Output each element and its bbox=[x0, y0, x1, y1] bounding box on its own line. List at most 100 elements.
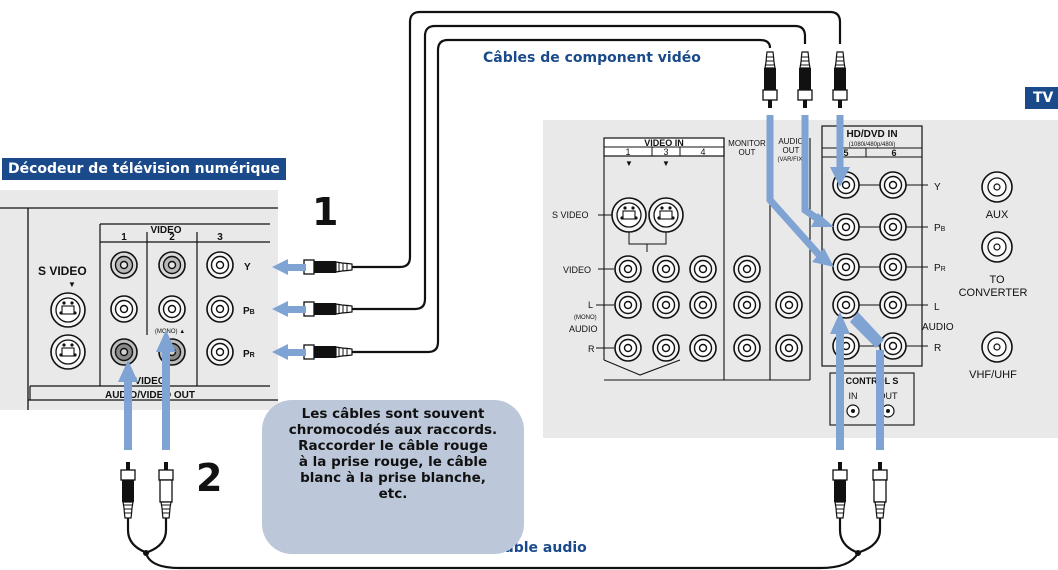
decoder-video1-jack[interactable] bbox=[110, 251, 138, 279]
tv-pr-label: PR bbox=[934, 263, 946, 274]
decoder-col-3: 3 bbox=[217, 232, 223, 243]
blue-component-arrowheads bbox=[811, 167, 850, 267]
tv-col-4: 4 bbox=[700, 147, 705, 157]
decoder-audio-r1-jack[interactable] bbox=[110, 338, 138, 366]
tv-ctrl-in-label: IN bbox=[849, 391, 858, 401]
audio-cable-split-right bbox=[855, 550, 861, 556]
decoder-video2-jack[interactable] bbox=[158, 251, 186, 279]
audio-plug-red-tv bbox=[832, 461, 848, 519]
tv-audio-out-r-jack[interactable] bbox=[775, 334, 803, 362]
tv-video3-jack[interactable] bbox=[652, 255, 680, 283]
tv-audio-out-3: (VAR/FIX) bbox=[778, 157, 805, 163]
note-line-3: Raccorder le câble rouge bbox=[298, 438, 488, 454]
audio-plug-red-decoder bbox=[120, 461, 136, 519]
note-line-4: à la prise rouge, le câble bbox=[298, 454, 488, 470]
audio-plug-white-tv bbox=[872, 461, 888, 519]
tv-svideo-jack-3[interactable] bbox=[648, 197, 684, 233]
audio-plug-white-decoder bbox=[158, 461, 174, 519]
tv-hd-dvd-in: HD/DVD IN bbox=[846, 129, 897, 140]
step-1-number: 1 bbox=[312, 190, 339, 234]
tv-title-tag: TV bbox=[1025, 87, 1058, 109]
component-cables-label: Câbles de component vidéo bbox=[483, 50, 701, 66]
decoder-svideo-jack-1[interactable] bbox=[50, 292, 86, 328]
tv-r-label: R bbox=[588, 344, 595, 354]
tv-monitor-r-jack[interactable] bbox=[733, 334, 761, 362]
tv-audio-l4-jack[interactable] bbox=[689, 291, 717, 319]
component-plug-tv-pr bbox=[762, 51, 778, 109]
decoder-pr-label: PR bbox=[243, 349, 255, 360]
tv-y-label: Y bbox=[934, 182, 941, 193]
decoder-y-jack[interactable] bbox=[206, 251, 234, 279]
audio-cable-label: Câble audio bbox=[494, 540, 587, 556]
audio-cable-split-left bbox=[143, 550, 149, 556]
tv-hd6-y-jack[interactable] bbox=[879, 171, 907, 199]
tv-video-label: VIDEO bbox=[563, 265, 591, 275]
note-line-5: blanc à la prise blanche, bbox=[300, 470, 486, 486]
tv-s-video-label: S VIDEO bbox=[552, 210, 589, 220]
tv-to-converter-jack[interactable] bbox=[981, 231, 1013, 263]
decoder-mono-label: (MONO) ▲ bbox=[155, 329, 185, 335]
tv-hd-col-5: 5 bbox=[843, 148, 848, 158]
tv-audio-r1-jack[interactable] bbox=[614, 334, 642, 362]
tv-hd6-l-jack[interactable] bbox=[879, 291, 907, 319]
tv-hd-col-6: 6 bbox=[891, 148, 896, 158]
tv-video4-jack[interactable] bbox=[689, 255, 717, 283]
color-coding-note: Les câbles sont souvent chromocodés aux … bbox=[268, 406, 518, 502]
decoder-pr-jack[interactable] bbox=[206, 338, 234, 366]
tv-hd5-pb-jack[interactable] bbox=[832, 213, 860, 241]
decoder-title-tag: Décodeur de télévision numérique bbox=[2, 158, 286, 180]
decoder-pb-jack[interactable] bbox=[206, 295, 234, 323]
tv-converter-label: CONVERTER bbox=[959, 287, 1028, 299]
tv-vhf-uhf-label: VHF/UHF bbox=[969, 369, 1017, 381]
tv-audio-out-2: OUT bbox=[783, 146, 800, 155]
tv-ctrl-out-label: OUT bbox=[879, 391, 899, 401]
component-cables bbox=[350, 10, 842, 354]
tv-vhf-uhf-jack[interactable] bbox=[981, 331, 1013, 363]
tv-hd6-pb-jack[interactable] bbox=[879, 213, 907, 241]
tv-audio-out-1: AUDIO bbox=[778, 137, 803, 146]
tv-video1-jack[interactable] bbox=[614, 255, 642, 283]
tv-aux-label: AUX bbox=[986, 209, 1009, 221]
tv-col-1: 1 bbox=[625, 147, 630, 157]
tv-audio-label: AUDIO bbox=[569, 324, 598, 334]
decoder-col-2: 2 bbox=[169, 232, 175, 243]
decoder-video-small: VIDEO bbox=[134, 376, 165, 387]
decoder-svideo-jack-2[interactable] bbox=[50, 334, 86, 370]
component-plug-tv-pb bbox=[797, 51, 813, 109]
tv-hd5-l-jack[interactable] bbox=[832, 291, 860, 319]
tv-hd5-pr-jack[interactable] bbox=[832, 253, 860, 281]
tv-pb-label: PB bbox=[934, 223, 946, 234]
tv-mono-label: (MONO) bbox=[574, 315, 597, 321]
tv-svideo-marker-1: ▼ bbox=[625, 159, 633, 168]
tv-monitor-out-1: MONITOR bbox=[728, 139, 766, 148]
tv-l-label: L bbox=[588, 300, 593, 310]
decoder-audio-l1-jack[interactable] bbox=[110, 295, 138, 323]
tv-r-right-label: R bbox=[934, 343, 941, 354]
tv-audio-r3-jack[interactable] bbox=[652, 334, 680, 362]
note-line-2: chromocodés aux raccords. bbox=[288, 422, 498, 438]
tv-monitor-video-jack[interactable] bbox=[733, 255, 761, 283]
tv-svideo-jack-1[interactable] bbox=[611, 197, 647, 233]
decoder-audio-l2-jack[interactable] bbox=[158, 295, 186, 323]
tv-aux-jack[interactable] bbox=[981, 171, 1013, 203]
note-line-1: Les câbles sont souvent bbox=[301, 406, 485, 422]
tv-audio-out-l-jack[interactable] bbox=[775, 291, 803, 319]
decoder-audio-video-out: AUDIO/VIDEO OUT bbox=[105, 390, 195, 401]
tv-hd6-pr-jack[interactable] bbox=[879, 253, 907, 281]
decoder-panel: VIDEO 1 2 3 S VIDEO ▼ Y PB PR (MONO) ▲ V… bbox=[0, 190, 278, 410]
tv-panel: VIDEO IN 1 3 4 MONITOR OUT AUDIO OUT (VA… bbox=[543, 120, 1058, 438]
tv-monitor-l-jack[interactable] bbox=[733, 291, 761, 319]
note-line-6: etc. bbox=[378, 486, 408, 502]
decoder-pb-label: PB bbox=[243, 306, 255, 317]
decoder-s-video-label: S VIDEO bbox=[38, 264, 87, 278]
tv-audio-r4-jack[interactable] bbox=[689, 334, 717, 362]
tv-audio-right-label: AUDIO bbox=[922, 322, 954, 333]
tv-hd-resolution: (1080i/480p/480i) bbox=[849, 142, 896, 148]
decoder-y-label: Y bbox=[244, 262, 251, 273]
color-coding-note-bubble bbox=[262, 400, 524, 554]
tv-audio-l3-jack[interactable] bbox=[652, 291, 680, 319]
step-2-number: 2 bbox=[196, 456, 223, 500]
tv-audio-l1-jack[interactable] bbox=[614, 291, 642, 319]
blue-arrows bbox=[118, 259, 884, 450]
